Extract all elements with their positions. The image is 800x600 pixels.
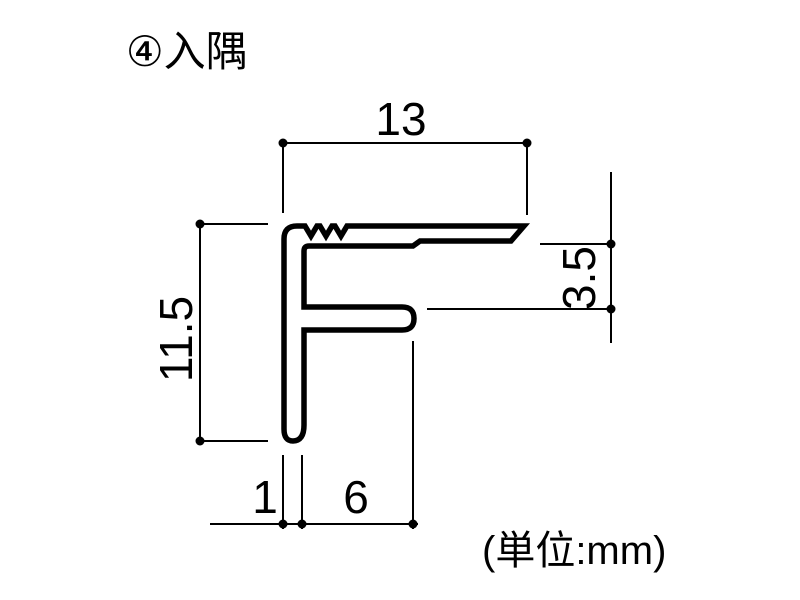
dim-dot xyxy=(195,436,205,446)
profile-outline xyxy=(281,223,531,444)
dim-arm-depth-label: 6 xyxy=(343,471,369,523)
dim-dot xyxy=(522,138,532,148)
figure-title: ④入隅 xyxy=(126,28,248,75)
dim-left-height: 11.5 xyxy=(150,219,268,446)
dim-bottom: 1 6 xyxy=(210,341,418,529)
dim-left-height-label: 11.5 xyxy=(150,296,202,382)
dim-top-width-label: 13 xyxy=(375,93,426,145)
dim-top-width: 13 xyxy=(278,93,532,215)
dim-right-gap-label: 3.5 xyxy=(553,246,605,310)
dim-dot xyxy=(278,138,288,148)
dim-leg-thickness-label: 1 xyxy=(252,471,278,523)
dim-dot xyxy=(195,219,205,229)
dim-right-gap: 3.5 xyxy=(427,172,616,343)
dim-dot xyxy=(606,239,616,249)
dim-dot xyxy=(278,519,288,529)
dim-dot xyxy=(297,519,307,529)
dim-dot xyxy=(408,519,418,529)
unit-note: (単位:mm) xyxy=(482,529,666,573)
dim-dot xyxy=(606,304,616,314)
